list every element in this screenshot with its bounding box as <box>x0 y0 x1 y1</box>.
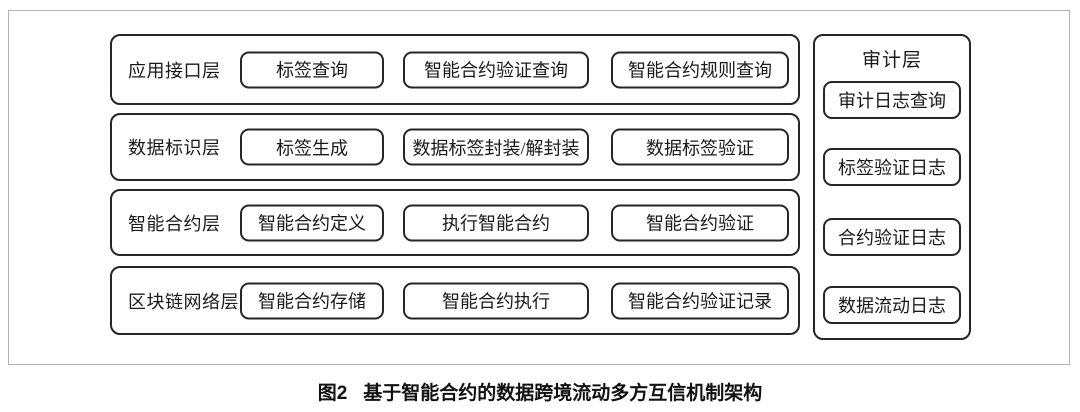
audit-layer-panel: 审计层 审计日志查询 标签验证日志 合约验证日志 数据流动日志 <box>813 34 971 340</box>
layer-data-identification: 数据标识层 标签生成 数据标签封装/解封装 数据标签验证 <box>110 113 800 181</box>
box-audit-log-query: 审计日志查询 <box>823 81 961 119</box>
box-tag-verify-log: 标签验证日志 <box>823 148 961 186</box>
box-tag-verification: 数据标签验证 <box>611 128 789 166</box>
box-contract-verify-query: 智能合约验证查询 <box>403 51 589 88</box>
layer-label: 数据标识层 <box>128 138 221 158</box>
box-contract-run: 智能合约执行 <box>403 282 589 319</box>
box-contract-verification: 智能合约验证 <box>611 204 789 241</box>
box-contract-storage: 智能合约存储 <box>240 282 384 319</box>
layer-label: 区块链网络层 <box>128 291 239 312</box>
layer-app-interface: 应用接口层 标签查询 智能合约验证查询 智能合约规则查询 <box>110 34 800 105</box>
box-contract-definition: 智能合约定义 <box>240 204 384 241</box>
layer-smart-contract: 智能合约层 智能合约定义 执行智能合约 智能合约验证 <box>110 189 800 256</box>
box-tag-query: 标签查询 <box>240 51 384 88</box>
figure-title: 基于智能合约的数据跨境流动多方互信机制架构 <box>363 383 763 404</box>
layer-label: 智能合约层 <box>128 213 221 234</box>
box-contract-verify-log: 合约验证日志 <box>823 218 961 256</box>
figure-number: 图2 <box>317 383 348 404</box>
box-contract-rule-query: 智能合约规则查询 <box>611 51 789 88</box>
box-tag-generation: 标签生成 <box>240 128 384 166</box>
box-contract-verify-record: 智能合约验证记录 <box>611 282 789 319</box>
audit-layer-title: 审计层 <box>861 50 922 71</box>
box-data-flow-log: 数据流动日志 <box>823 286 961 324</box>
layer-blockchain-network: 区块链网络层 智能合约存储 智能合约执行 智能合约验证记录 <box>110 266 800 335</box>
figure-caption: 图2 基于智能合约的数据跨境流动多方互信机制架构 <box>0 378 1080 405</box>
layer-label: 应用接口层 <box>128 60 221 81</box>
box-tag-encapsulation: 数据标签封装/解封装 <box>403 128 589 166</box>
box-contract-execution: 执行智能合约 <box>403 204 589 241</box>
